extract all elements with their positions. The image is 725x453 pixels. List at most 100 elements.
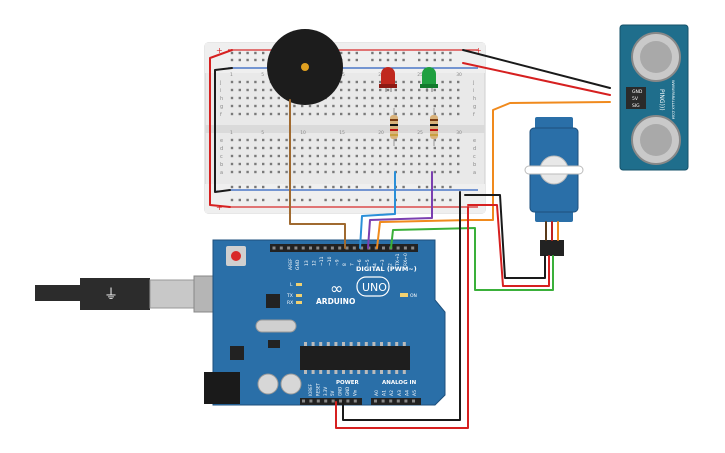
analog-hole[interactable]	[396, 399, 400, 403]
terminal-hole	[386, 170, 390, 174]
terminal-hole	[363, 138, 366, 142]
header-hole[interactable]	[360, 246, 364, 250]
sensor-site: WWW.PARALLAX.COM	[671, 80, 675, 119]
header-hole[interactable]	[382, 246, 385, 250]
row-letter: b	[473, 162, 476, 168]
terminal-hole	[363, 162, 366, 166]
column-number: 30	[456, 72, 462, 78]
terminal-hole	[347, 138, 351, 142]
chip-pin	[342, 370, 345, 374]
terminal-hole	[386, 154, 390, 158]
power-pin-label: GND	[338, 387, 343, 396]
header-hole[interactable]	[309, 246, 312, 250]
header-hole[interactable]	[396, 246, 400, 250]
analog-hole[interactable]	[404, 399, 408, 403]
terminal-hole	[355, 138, 358, 142]
terminal-hole	[254, 138, 257, 142]
terminal-hole	[308, 162, 312, 166]
terminal-hole	[301, 154, 304, 158]
power-hole[interactable]	[339, 399, 342, 403]
row-letter: f	[220, 112, 222, 118]
rail-hole	[425, 51, 429, 55]
terminal-hole	[394, 146, 397, 150]
terminal-hole	[433, 146, 436, 150]
terminal-hole	[433, 170, 436, 174]
rail-hole	[433, 58, 436, 62]
reset-button-cap[interactable]	[231, 251, 241, 261]
header-hole[interactable]	[294, 246, 298, 250]
wire-black-gnd	[342, 191, 461, 421]
terminal-hole	[308, 146, 312, 150]
terminal-hole	[246, 138, 249, 142]
atmega-pins	[304, 342, 406, 374]
led-rx-label: RX	[287, 300, 293, 306]
terminal-hole	[449, 112, 452, 116]
rail-hole	[262, 58, 265, 62]
terminal-hole	[285, 154, 288, 158]
rail-hole	[246, 58, 249, 62]
terminal-hole	[347, 88, 351, 92]
terminal-hole	[332, 138, 335, 142]
terminal-hole	[277, 146, 280, 150]
rail-hole	[394, 51, 397, 55]
header-hole[interactable]	[330, 246, 334, 250]
header-hole[interactable]	[287, 246, 291, 250]
analog-hole[interactable]	[374, 399, 377, 403]
terminal-hole	[308, 112, 312, 116]
rail-hole	[449, 51, 452, 55]
power-hole[interactable]	[302, 399, 305, 403]
header-hole[interactable]	[323, 246, 327, 250]
header-hole[interactable]	[345, 246, 349, 250]
terminal-hole	[324, 170, 327, 174]
terminal-hole	[262, 96, 265, 100]
terminal-hole	[418, 88, 421, 92]
rail-hole	[441, 58, 444, 62]
terminal-hole	[293, 146, 296, 150]
rail-hole	[355, 185, 358, 189]
terminal-hole	[425, 170, 429, 174]
header-hole[interactable]	[352, 246, 356, 250]
terminal-hole	[386, 146, 390, 150]
terminal-hole	[316, 146, 319, 150]
header-hole[interactable]	[301, 246, 305, 250]
terminal-hole	[262, 80, 265, 84]
terminal-hole	[238, 170, 241, 174]
rail-hole	[371, 58, 374, 62]
wire-red-servo	[467, 204, 550, 287]
analog-label: ANALOG IN	[382, 380, 417, 386]
power-hole[interactable]	[346, 399, 350, 403]
digital-pin-label: RX←0	[403, 253, 409, 266]
header-hole[interactable]	[338, 246, 342, 250]
terminal-hole	[269, 162, 273, 166]
rail-hole	[262, 51, 265, 55]
terminal-hole	[433, 112, 436, 116]
terminal-hole	[332, 112, 335, 116]
terminal-hole	[347, 162, 351, 166]
power-hole[interactable]	[316, 399, 320, 403]
terminal-hole	[363, 146, 366, 150]
terminal-hole	[246, 112, 249, 116]
terminal-hole	[246, 96, 249, 100]
rail-hole	[238, 185, 241, 189]
terminal-hole	[332, 96, 335, 100]
terminal-hole	[246, 104, 249, 108]
header-hole[interactable]	[403, 246, 407, 250]
analog-hole[interactable]	[389, 399, 393, 403]
header-hole[interactable]	[272, 246, 276, 250]
terminal-hole	[254, 154, 257, 158]
analog-hole[interactable]	[412, 399, 415, 403]
power-hole[interactable]	[353, 399, 357, 403]
header-hole[interactable]	[316, 246, 320, 250]
power-hole[interactable]	[331, 399, 335, 403]
terminal-hole	[386, 96, 390, 100]
header-hole[interactable]	[279, 246, 283, 250]
terminal-hole	[410, 162, 413, 166]
terminal-hole	[277, 104, 280, 108]
power-hole[interactable]	[309, 399, 313, 403]
analog-hole[interactable]	[381, 399, 385, 403]
row-letter: e	[473, 138, 476, 144]
terminal-hole	[457, 88, 460, 92]
chip-pin	[364, 370, 368, 374]
header-hole[interactable]	[411, 246, 415, 250]
power-hole[interactable]	[324, 399, 328, 403]
